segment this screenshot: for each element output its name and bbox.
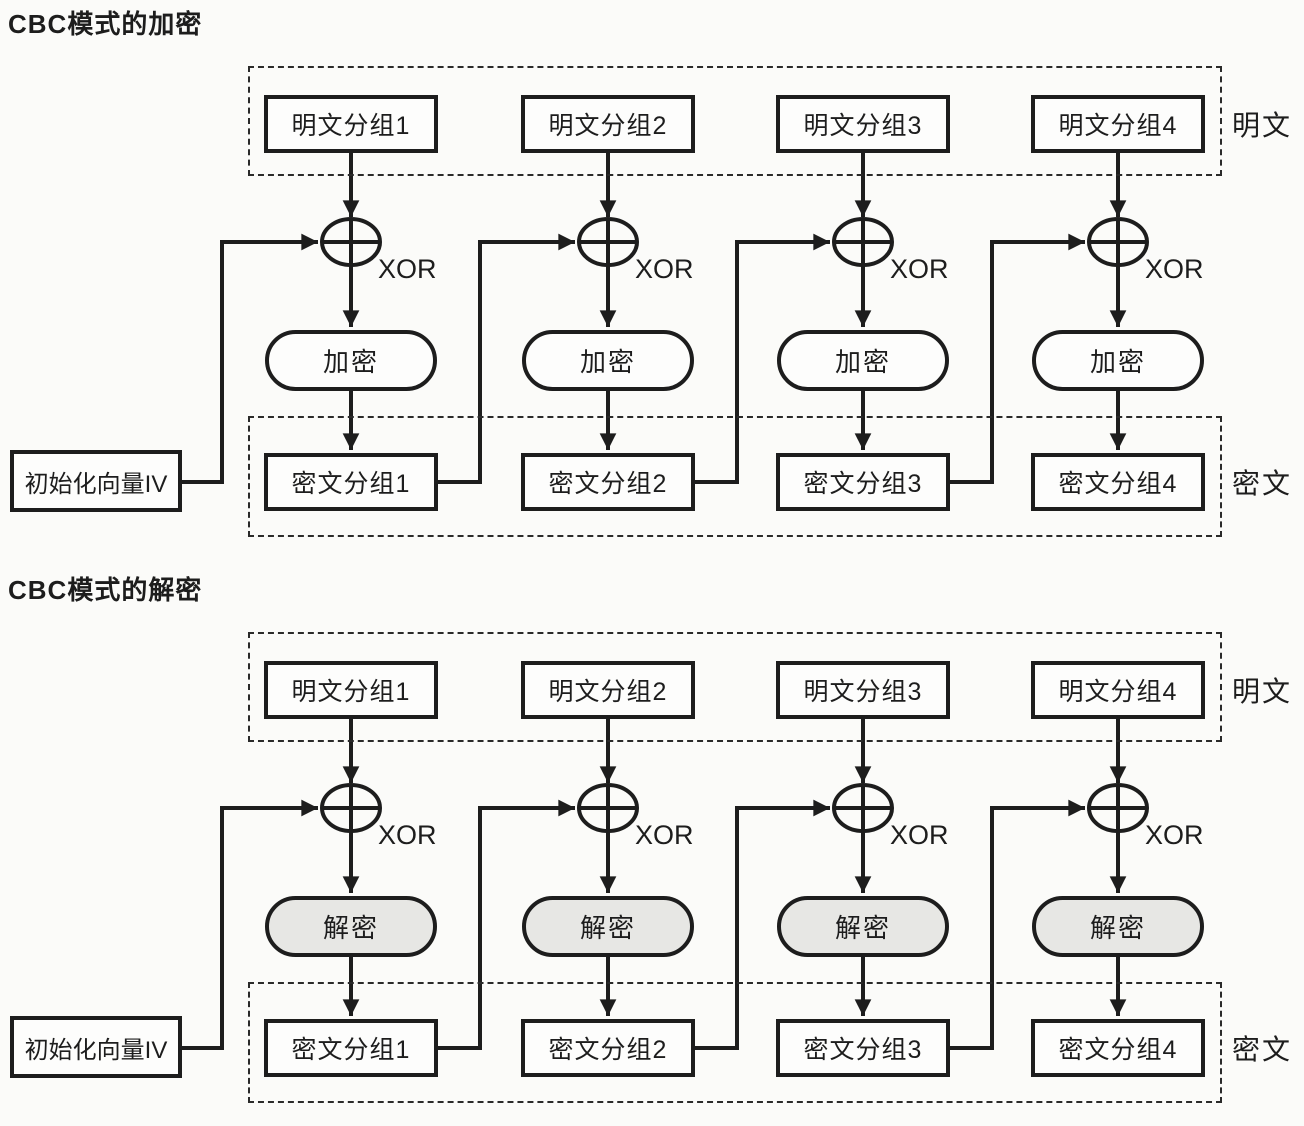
decrypt-operation: 解密 [777, 896, 949, 957]
xor-label: XOR [1145, 254, 1204, 284]
chain-wire-2 [693, 233, 830, 484]
decrypt-operation: 解密 [1032, 896, 1204, 957]
plaintext-block-3: 明文分组3 [776, 95, 950, 153]
xor-label: XOR [378, 254, 437, 284]
chain-wire-3 [948, 799, 1085, 1050]
encryption-wires: XOR XOR XOR XOR [180, 153, 1204, 484]
xor-label: XOR [890, 254, 949, 284]
xor-label: XOR [378, 820, 437, 850]
cbc-decryption-diagram: XOR XOR XOR XOR CBC模式的解密 明文分组1 明文分组2 明文分… [0, 566, 1304, 1126]
chain-wire-2 [693, 799, 830, 1050]
ciphertext-block-3: 密文分组3 [776, 453, 950, 511]
encrypt-operation: 加密 [265, 330, 437, 391]
iv-feedback-wire [180, 233, 318, 484]
xor-label: XOR [635, 254, 694, 284]
chain-wire-1 [436, 233, 575, 484]
ciphertext-block-1: 密文分组1 [264, 1019, 438, 1077]
ciphertext-block-1: 密文分组1 [264, 453, 438, 511]
ciphertext-block-3: 密文分组3 [776, 1019, 950, 1077]
plaintext-block-1: 明文分组1 [264, 661, 438, 719]
encrypt-operation: 加密 [522, 330, 694, 391]
decryption-title: CBC模式的解密 [8, 575, 203, 605]
encrypt-operation: 加密 [777, 330, 949, 391]
plaintext-block-2: 明文分组2 [521, 661, 695, 719]
chain-wire-1 [436, 799, 575, 1050]
plaintext-group-box [248, 66, 1222, 176]
xor-label: XOR [890, 820, 949, 850]
plaintext-row-label: 明文 [1232, 676, 1293, 707]
iv-box: 初始化向量IV [10, 1016, 182, 1078]
ciphertext-block-2: 密文分组2 [521, 1019, 695, 1077]
plaintext-block-4: 明文分组4 [1031, 661, 1205, 719]
plaintext-row-label: 明文 [1232, 110, 1293, 141]
ciphertext-block-2: 密文分组2 [521, 453, 695, 511]
ciphertext-block-4: 密文分组4 [1031, 453, 1205, 511]
iv-box: 初始化向量IV [10, 450, 182, 512]
plaintext-block-1: 明文分组1 [264, 95, 438, 153]
ciphertext-group-box [248, 416, 1222, 537]
decryption-wires: XOR XOR XOR XOR [180, 719, 1204, 1050]
cbc-encryption-diagram: XOR XOR XOR XOR CBC模式的加密 明文分组1 明文分组2 明文分… [0, 0, 1304, 560]
xor-label: XOR [635, 820, 694, 850]
ciphertext-group-box [248, 982, 1222, 1103]
encrypt-operation: 加密 [1032, 330, 1204, 391]
plaintext-block-4: 明文分组4 [1031, 95, 1205, 153]
xor-label: XOR [1145, 820, 1204, 850]
plaintext-block-3: 明文分组3 [776, 661, 950, 719]
decrypt-operation: 解密 [522, 896, 694, 957]
ciphertext-row-label: 密文 [1232, 1034, 1293, 1065]
ciphertext-row-label: 密文 [1232, 468, 1293, 499]
chain-wire-3 [948, 233, 1085, 484]
plaintext-group-box [248, 632, 1222, 742]
encryption-title: CBC模式的加密 [8, 9, 203, 39]
decrypt-operation: 解密 [265, 896, 437, 957]
iv-feedback-wire [180, 799, 318, 1050]
plaintext-block-2: 明文分组2 [521, 95, 695, 153]
ciphertext-block-4: 密文分组4 [1031, 1019, 1205, 1077]
